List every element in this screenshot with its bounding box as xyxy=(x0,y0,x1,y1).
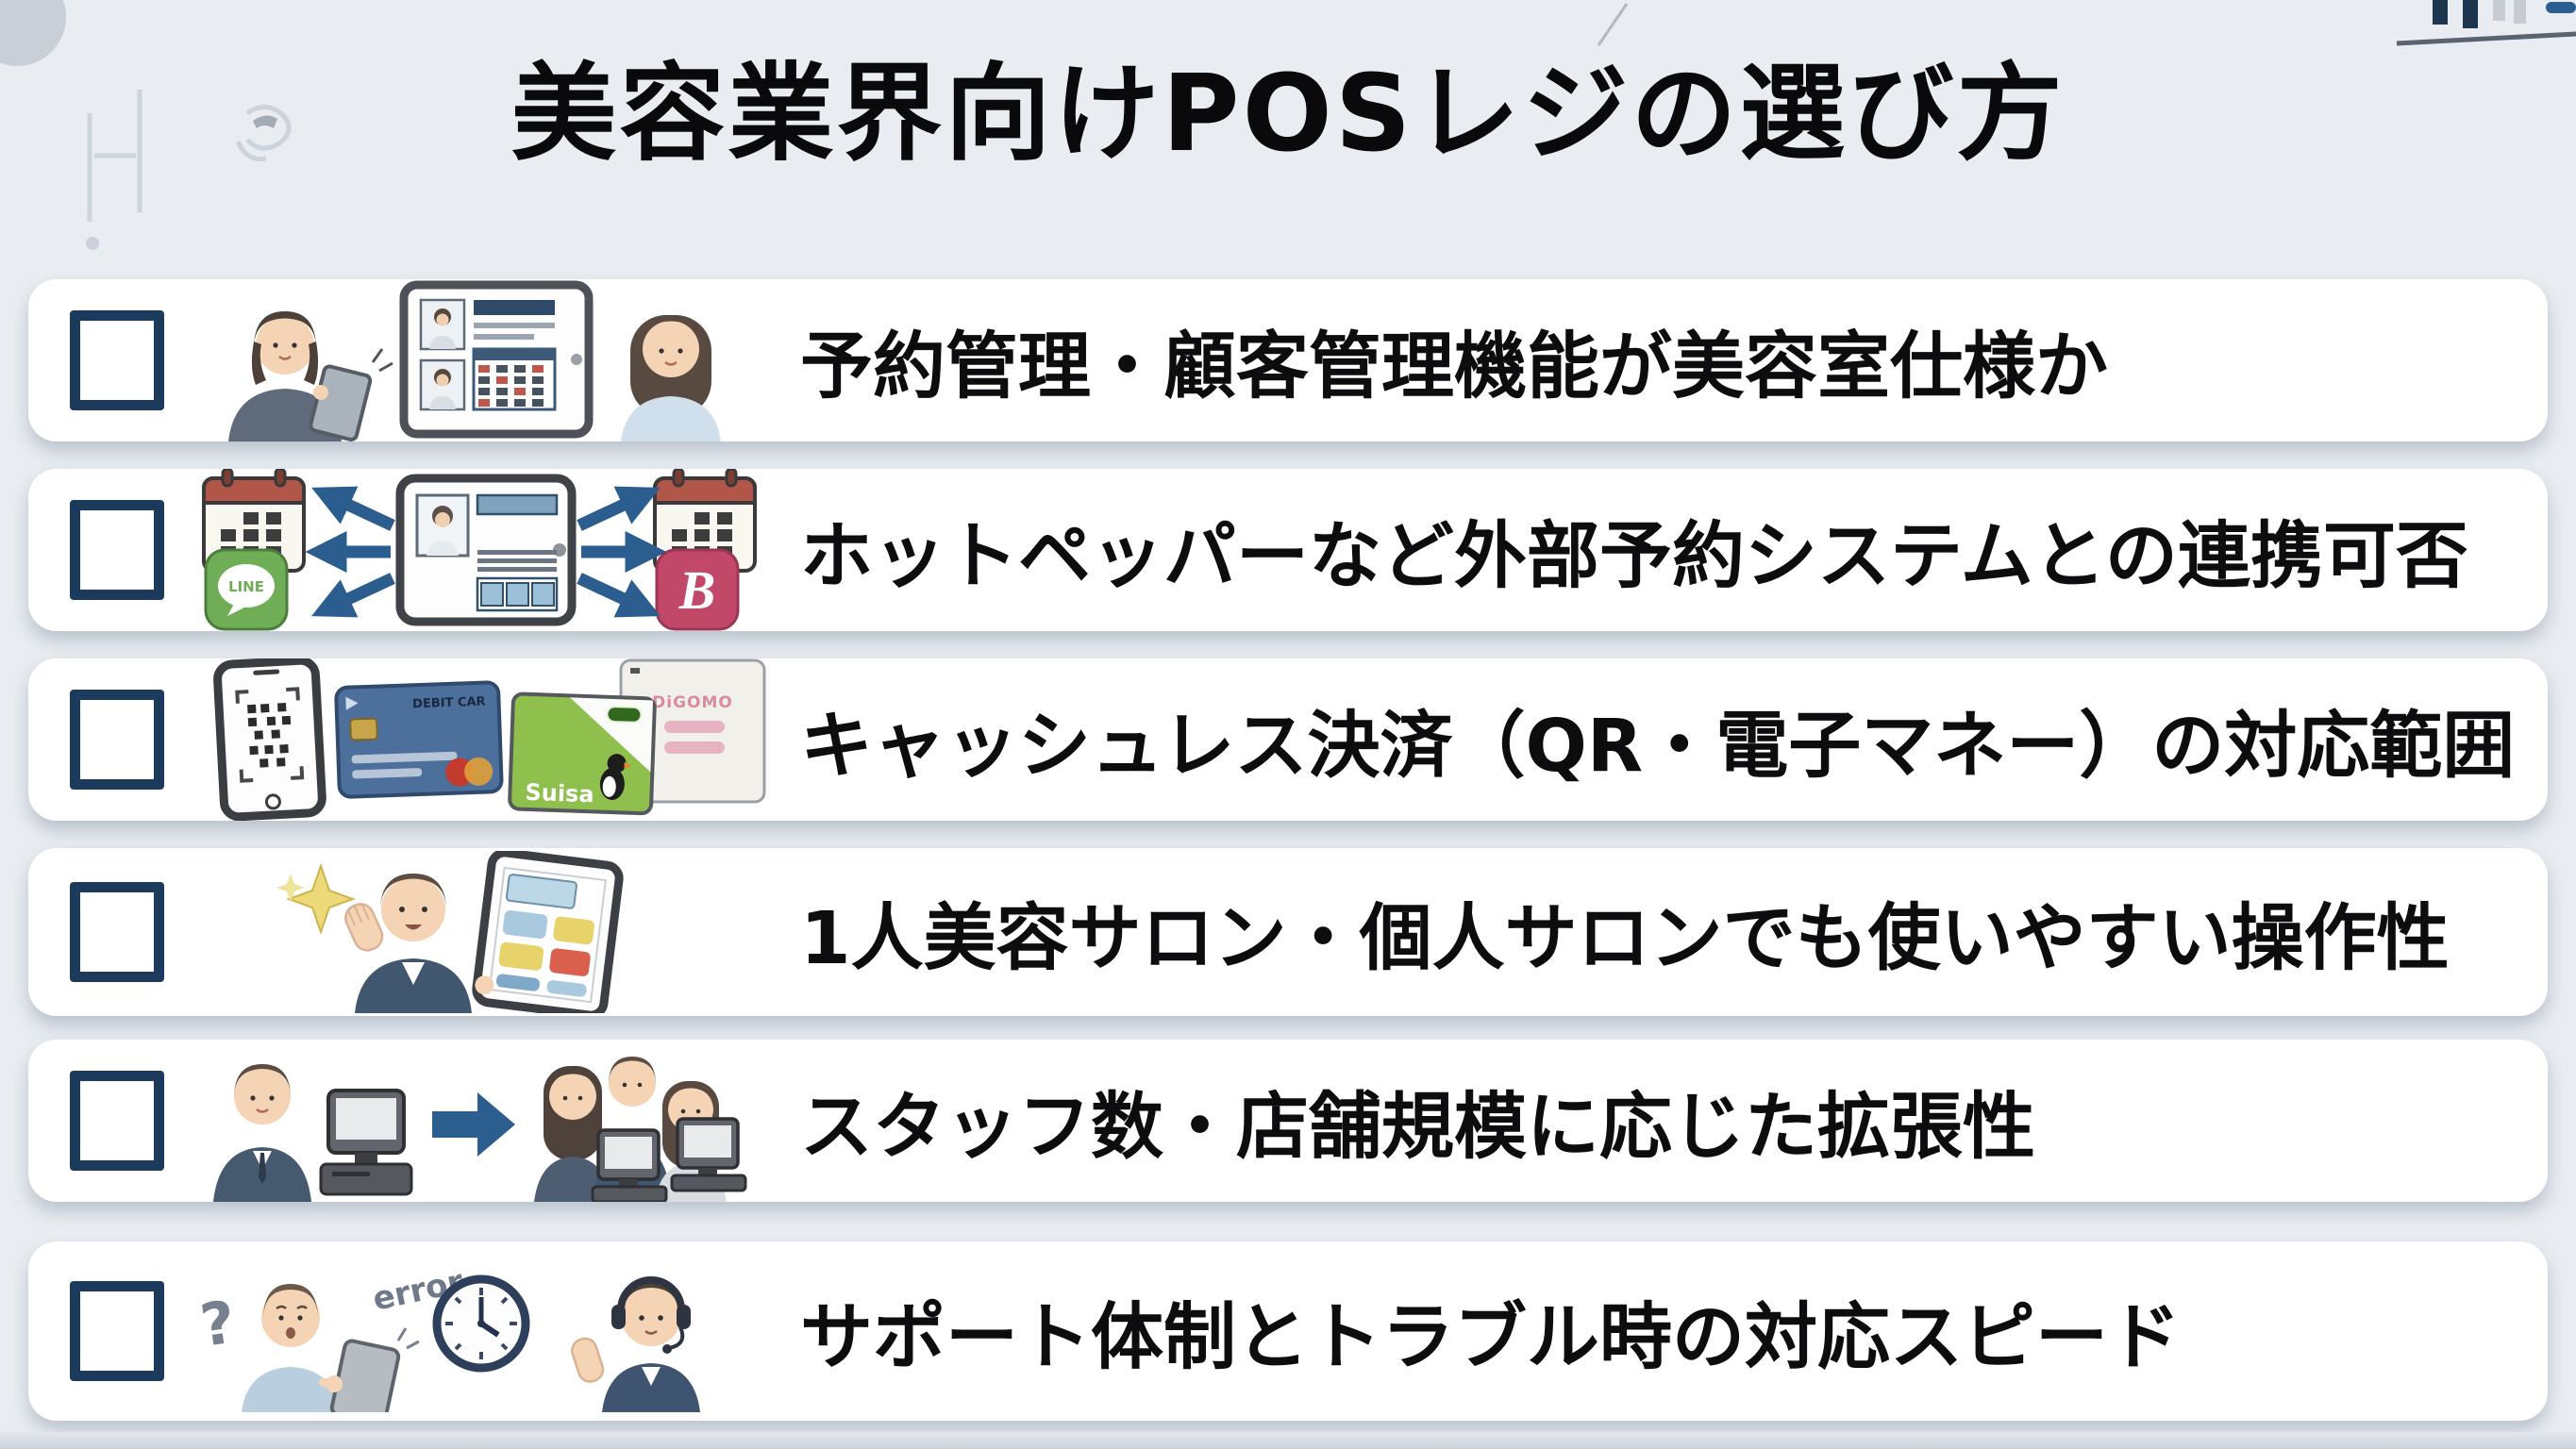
line-app-label: LINE xyxy=(228,578,264,595)
checkbox-unchecked[interactable] xyxy=(70,690,164,790)
pos-tablet-icon xyxy=(395,474,577,626)
confused-user-icon: ? xyxy=(196,1284,420,1412)
crm-tablet-icon xyxy=(399,280,594,439)
support-agent-icon xyxy=(571,1276,700,1412)
digomo-card-icon: DiGOMO xyxy=(619,658,766,804)
growth-arrow-icon xyxy=(432,1092,515,1157)
checklist-row-support: ? error xyxy=(28,1241,2548,1421)
checkbox-unchecked[interactable] xyxy=(70,1071,164,1171)
pos-register-icon xyxy=(670,1117,747,1192)
checkbox-unchecked[interactable] xyxy=(70,1281,164,1381)
digomo-card-label: DiGOMO xyxy=(652,693,733,712)
cashless-payment-illustration: DEBIT CAR DiGOMO Suis xyxy=(179,658,783,821)
sync-arrows-icon xyxy=(305,486,667,618)
background-chart-fragment xyxy=(2396,0,2576,46)
suisa-card-icon: Suisa xyxy=(508,691,657,816)
checklist-row-cashless-payment: DEBIT CAR DiGOMO Suis xyxy=(28,658,2548,821)
beauty-app-label: B xyxy=(678,559,716,621)
salon-owner-icon xyxy=(344,874,472,1013)
qr-smartphone-icon xyxy=(213,658,326,821)
beauty-app-icon: B xyxy=(655,548,740,631)
clock-icon xyxy=(432,1274,530,1373)
pos-register-icon xyxy=(319,1089,413,1196)
checklist-row-scalability: スタッフ数・店舗規模に応じた拡張性 xyxy=(28,1040,2548,1202)
item-label: スタッフ数・店舗規模に応じた拡張性 xyxy=(800,1085,2035,1170)
slide-bottom-edge xyxy=(0,1432,2576,1449)
checkbox-unchecked[interactable] xyxy=(70,500,164,600)
checklist-row-easy-operation: 1人美容サロン・個人サロンでも使いやすい操作性 xyxy=(28,848,2548,1016)
customer-icon xyxy=(621,315,721,441)
pos-register-icon xyxy=(591,1128,668,1202)
receptionist-with-tablet-icon xyxy=(228,311,393,441)
staff-scalability-illustration xyxy=(179,1040,783,1202)
item-label: ホットペッパーなど外部予約システムとの連携可否 xyxy=(800,514,2468,599)
question-mark-label: ? xyxy=(196,1288,240,1360)
background-stray-line xyxy=(1597,3,1629,46)
suisa-card-label: Suisa xyxy=(525,779,594,808)
calendar-icon xyxy=(653,469,757,573)
checkbox-unchecked[interactable] xyxy=(70,882,164,982)
line-app-icon: LINE xyxy=(204,548,289,631)
solo-salon-illustration xyxy=(179,851,783,1013)
calendar-icon xyxy=(202,469,306,573)
item-label: 1人美容サロン・個人サロンでも使いやすい操作性 xyxy=(800,896,2450,981)
checklist-row-reservation-management: 予約管理・顧客管理機能が美容室仕様か xyxy=(28,279,2548,441)
credit-card-icon: DEBIT CAR xyxy=(334,680,504,799)
background-sketch-doodles xyxy=(0,0,292,250)
item-label: サポート体制とトラブル時の対応スピード xyxy=(800,1295,2181,1380)
single-staff-icon xyxy=(213,1064,311,1202)
checkbox-unchecked[interactable] xyxy=(70,310,164,410)
support-response-illustration: ? error xyxy=(179,1250,783,1412)
item-label: キャッシュレス決済（QR・電子マネー）の対応範囲 xyxy=(800,704,2516,789)
debit-card-label: DEBIT CAR xyxy=(412,695,486,712)
reception-tablet-customer-illustration xyxy=(179,279,783,441)
pos-app-tablet-icon xyxy=(472,851,624,1013)
item-label: 予約管理・顧客管理機能が美容室仕様か xyxy=(800,325,2108,409)
external-booking-integration-illustration: LINE xyxy=(179,469,783,631)
staff-team-icon xyxy=(534,1057,747,1202)
page-title: 美容業界向けPOSレジの選び方 xyxy=(510,53,2066,175)
checklist-row-external-booking: LINE xyxy=(28,469,2548,631)
sparkle-icon xyxy=(276,862,356,936)
